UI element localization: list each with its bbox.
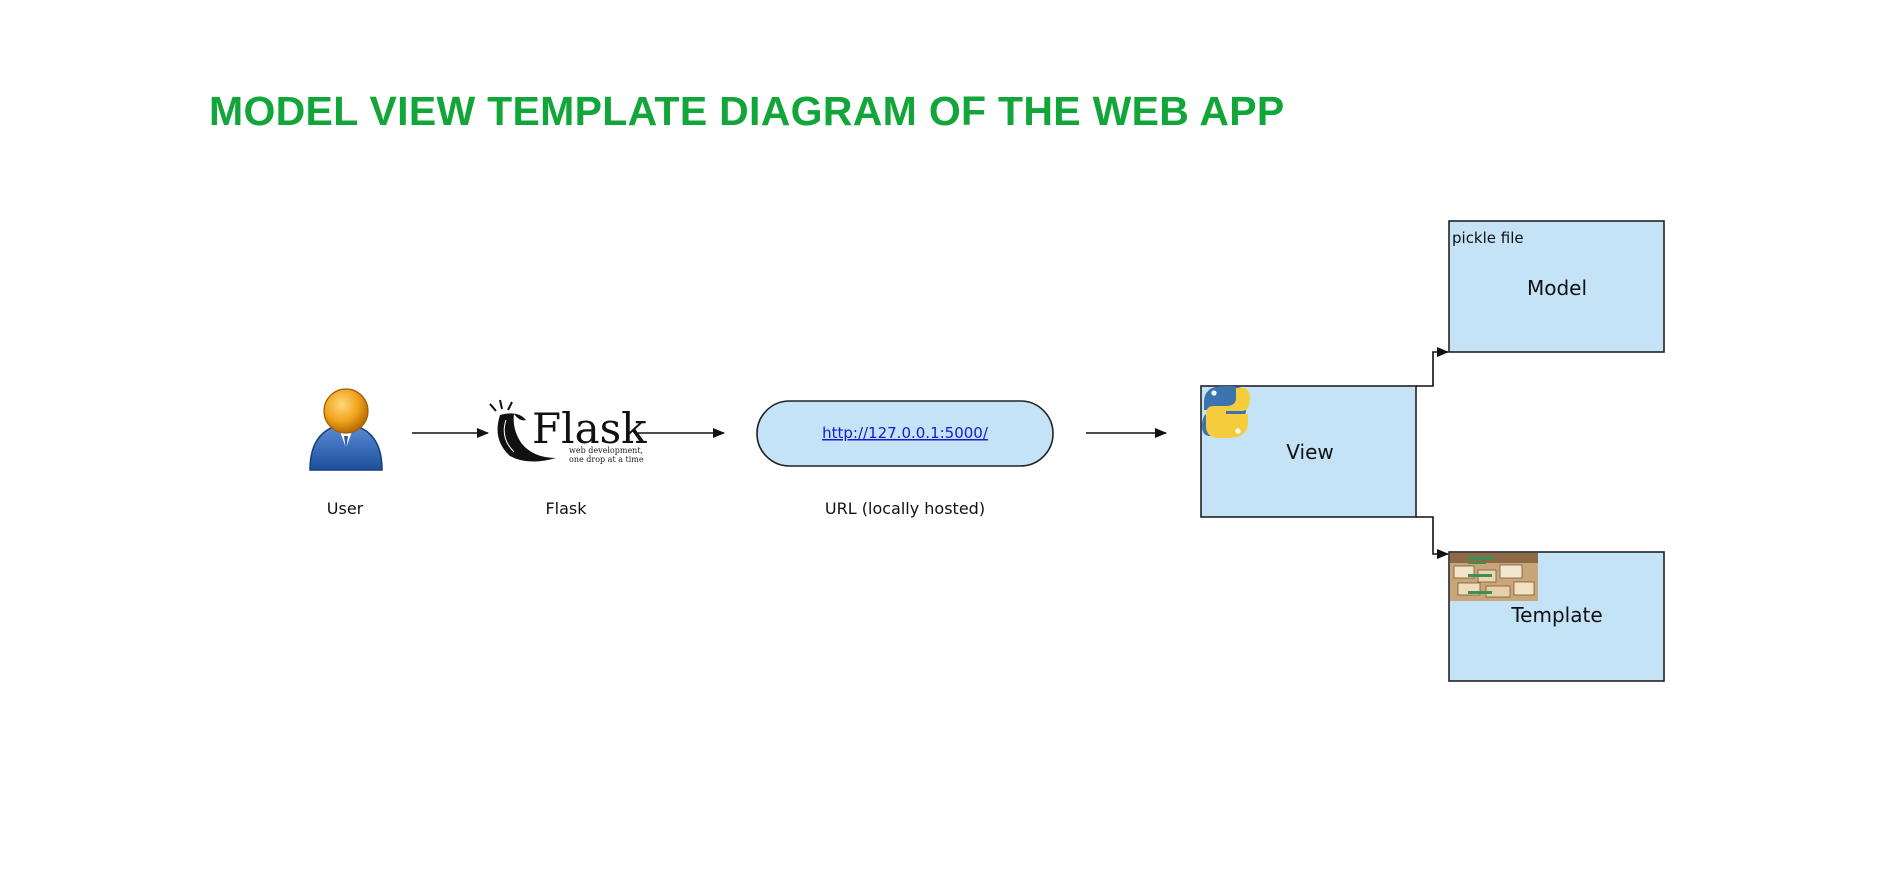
page-title: MODEL VIEW TEMPLATE DIAGRAM OF THE WEB A… <box>209 88 1285 134</box>
url-link[interactable]: http://127.0.0.1:5000/ <box>822 424 989 442</box>
flask-label: Flask <box>545 499 587 518</box>
template-label: Template <box>1510 603 1602 627</box>
view-label: View <box>1286 440 1333 464</box>
flask-logo-word: Flask <box>532 404 647 453</box>
flask-logo-tagline-2: one drop at a time <box>569 455 644 464</box>
url-pill <box>756 400 1054 467</box>
url-node: http://127.0.0.1:5000/ URL (locally host… <box>756 400 1054 518</box>
python-logo-icon <box>1202 386 1250 438</box>
flask-logo: Flask web development, one drop at a tim… <box>489 399 647 464</box>
url-label: URL (locally hosted) <box>825 499 985 518</box>
flask-node: Flask web development, one drop at a tim… <box>489 399 647 518</box>
pickle-file-label: pickle file <box>1452 229 1524 247</box>
user-label: User <box>327 499 364 518</box>
flask-logo-tagline-1: web development, <box>569 446 643 455</box>
connector-view-to-model <box>1416 347 1449 387</box>
connector-view-to-template <box>1416 516 1449 559</box>
template-thumbnail <box>1450 553 1538 601</box>
model-label: Model <box>1527 276 1587 300</box>
model-box <box>1448 220 1665 353</box>
user-node: User <box>309 388 383 518</box>
template-node: Template <box>1448 551 1665 682</box>
user-icon <box>309 388 383 471</box>
model-node: pickle file Model <box>1448 220 1665 353</box>
view-node: View <box>1200 385 1417 518</box>
